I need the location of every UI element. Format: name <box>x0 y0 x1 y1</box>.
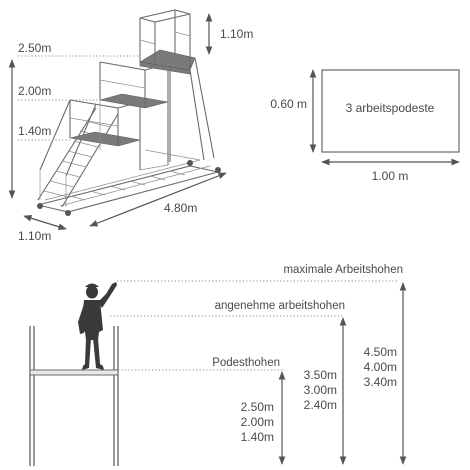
comfort-height-value-1: 3.50m <box>304 368 337 382</box>
width-label: 1.10m <box>18 229 51 243</box>
platform-label: 3 arbeitspodeste <box>346 101 435 115</box>
level-label-middle: 2.00m <box>18 84 51 98</box>
level-label-bottom: 1.40m <box>18 124 51 138</box>
worker-silhouette <box>78 282 117 370</box>
max-height-value-1: 4.50m <box>364 345 397 359</box>
platform-depth-label: 0.60 m <box>270 97 307 111</box>
podest-height-title: Podesthohen <box>212 357 280 369</box>
comfort-height-value-2: 3.00m <box>304 383 337 397</box>
width-dimension <box>23 215 67 230</box>
length-dimension <box>89 172 227 227</box>
length-label: 4.80m <box>164 201 197 215</box>
comfort-height-title: angenehme arbeitshohen <box>215 300 345 312</box>
podest-height-value-3: 1.40m <box>241 430 274 444</box>
max-height-value-3: 3.40m <box>364 375 397 389</box>
level-label-top: 2.50m <box>18 41 51 55</box>
ladder-illustration <box>37 9 221 216</box>
comfort-height-value-3: 2.40m <box>304 398 337 412</box>
podest-height-value-2: 2.00m <box>241 415 274 429</box>
max-height-value-2: 4.00m <box>364 360 397 374</box>
scaffold <box>29 326 119 466</box>
platform-width-label: 1.00 m <box>372 169 409 183</box>
platform-rectangle <box>321 69 460 153</box>
podest-height-value-1: 2.50m <box>241 400 274 414</box>
max-height-title: maximale Arbeitshohen <box>283 264 403 276</box>
top-height-label: 1.10m <box>220 27 253 41</box>
